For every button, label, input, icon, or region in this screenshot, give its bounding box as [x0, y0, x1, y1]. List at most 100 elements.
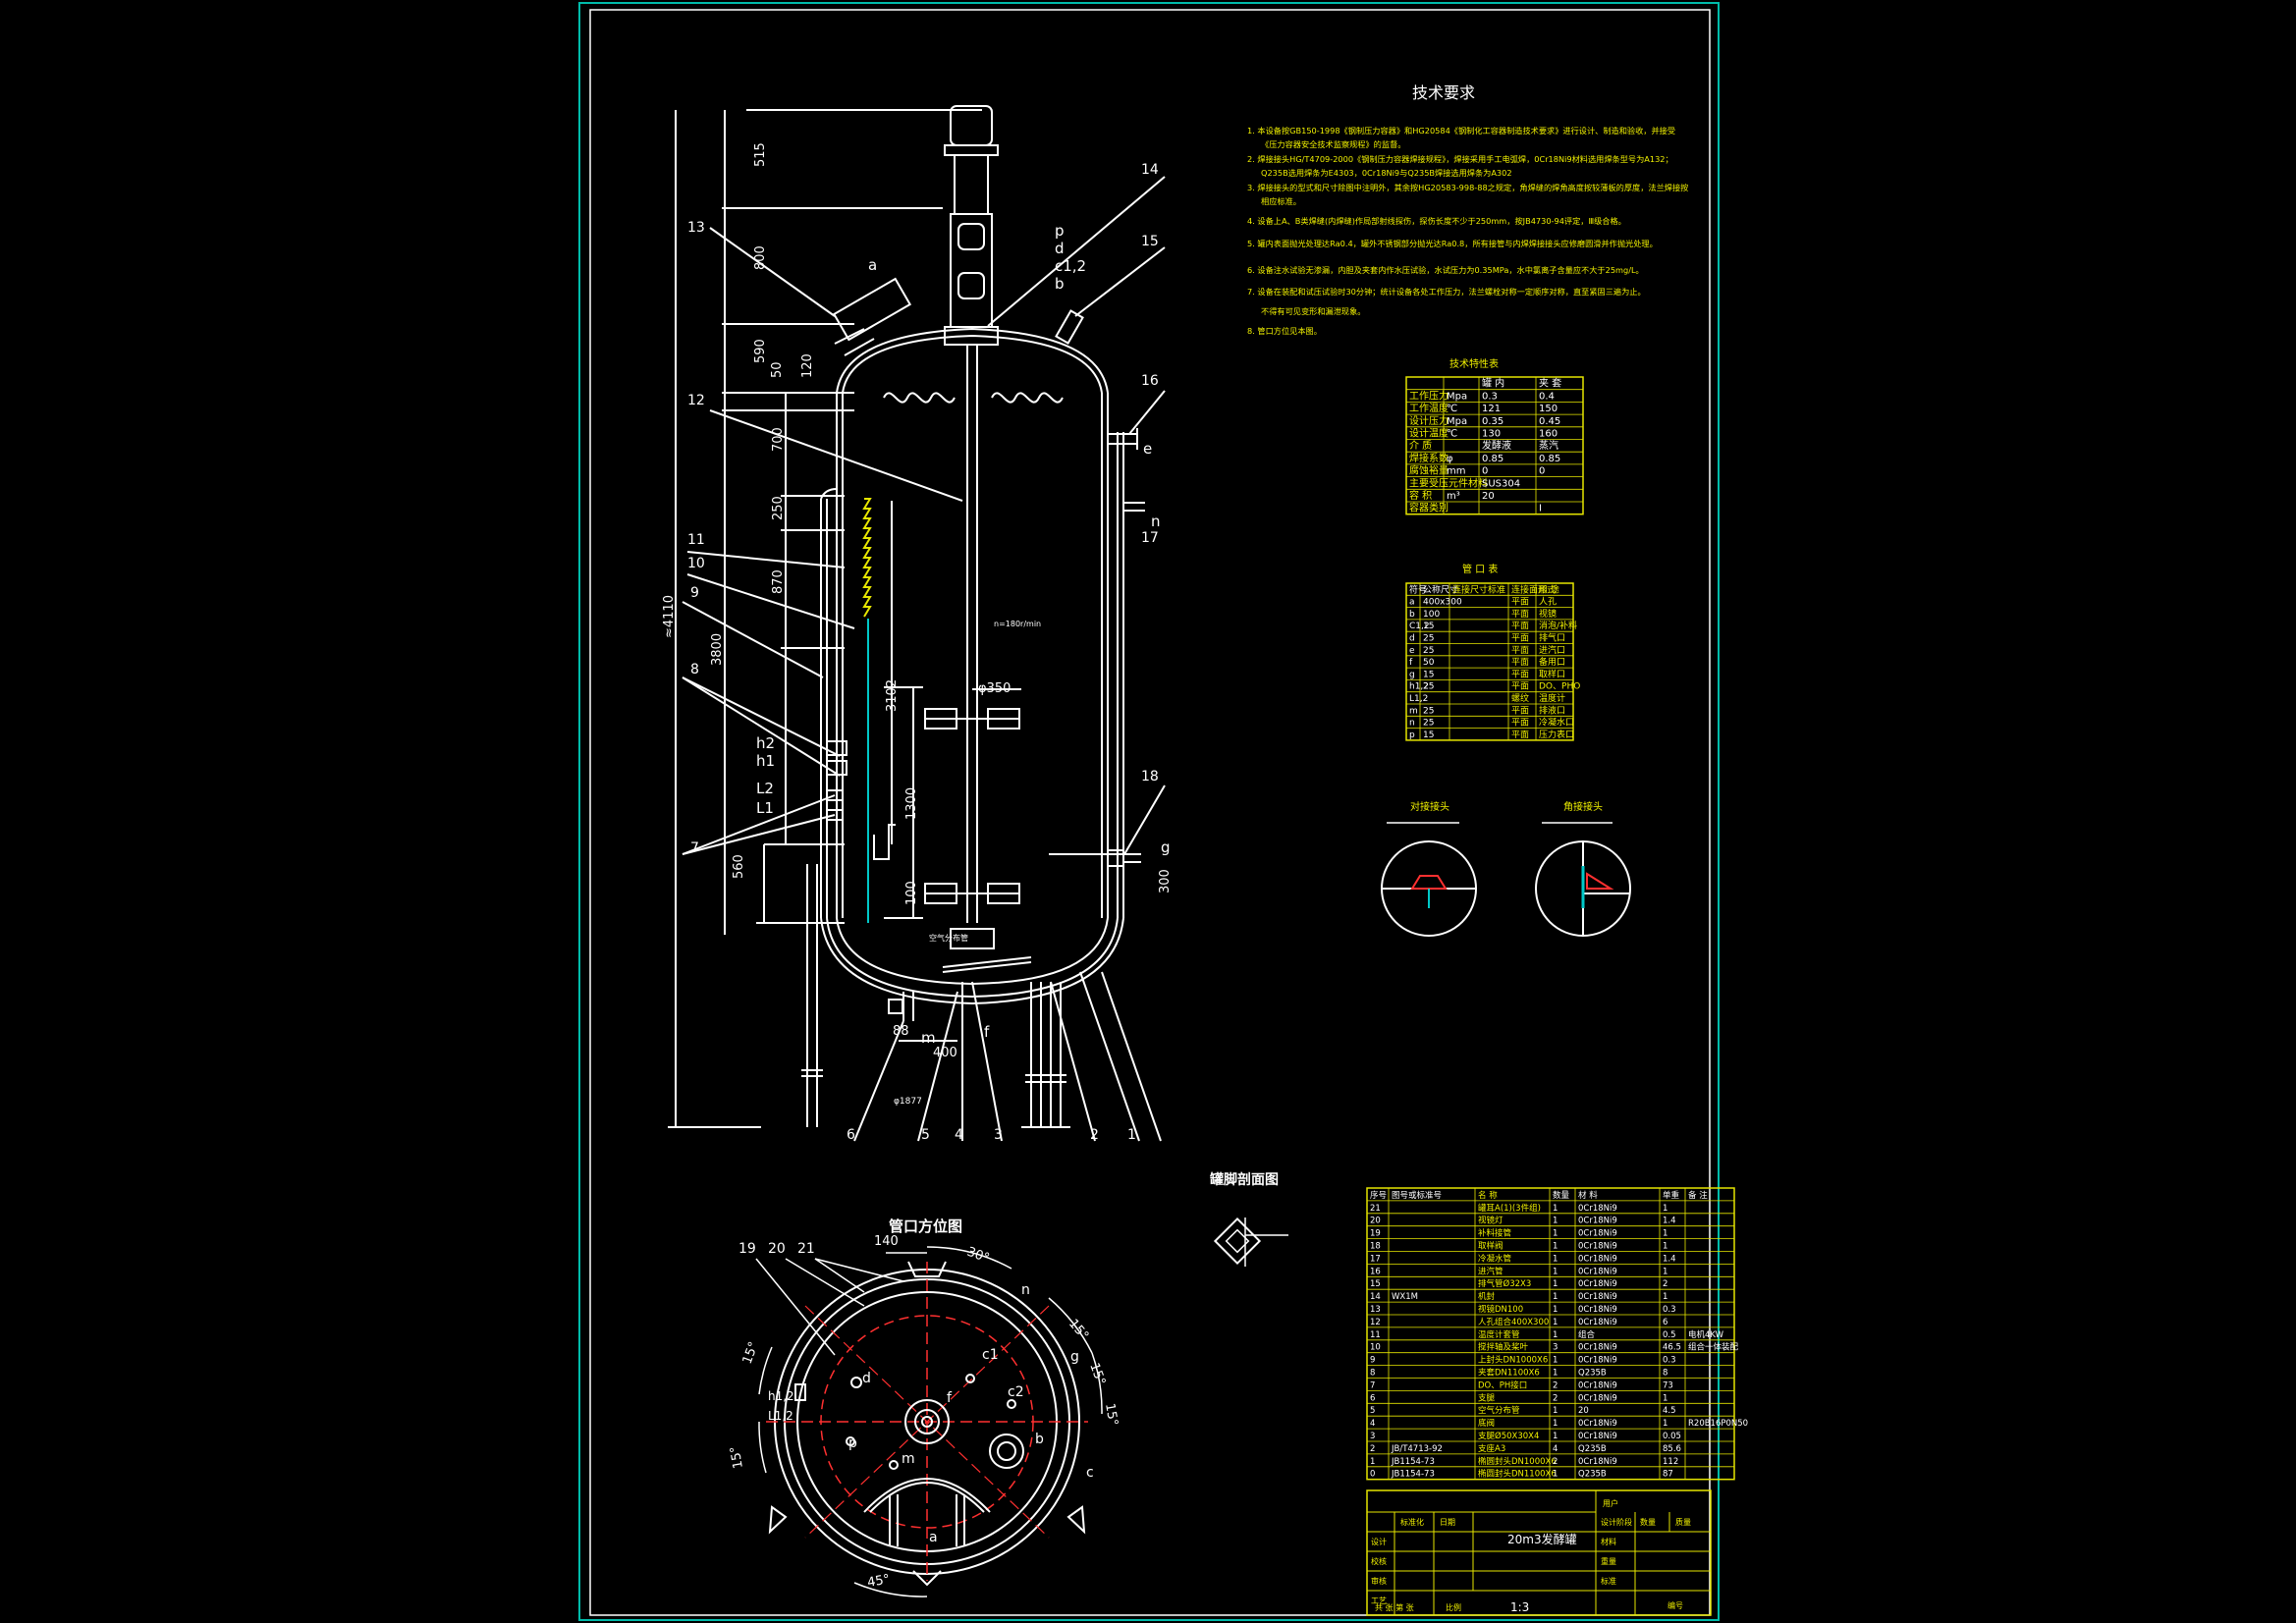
bom-table-cell: 底阀: [1478, 1418, 1495, 1429]
tech-req-line-5: 3. 焊接接头的型式和尺寸除图中注明外，其余按HG20583-998-88之规定…: [1247, 183, 1688, 192]
bom-table-cell: 材 料: [1578, 1190, 1598, 1201]
nozzle-table-cell: a: [1409, 598, 1415, 608]
bom-table-cell: 6: [1663, 1318, 1667, 1327]
angle-15-d: 15°: [740, 1340, 762, 1367]
spec-table-cell: 容 积: [1409, 489, 1432, 502]
bom-table-cell: 支腿: [1478, 1392, 1496, 1403]
bom-table-cell: 4: [1370, 1419, 1375, 1429]
speed-label: n=180r/min: [994, 620, 1041, 628]
spec-table-cell: m³: [1447, 491, 1460, 502]
bom-table-cell: 7: [1370, 1380, 1375, 1390]
tb-owner-label: 用户: [1603, 1498, 1618, 1508]
bom-table-cell: 1.4: [1663, 1254, 1676, 1264]
spec-table-cell: 工作温度: [1409, 402, 1449, 414]
dim-400: 400: [933, 1046, 957, 1060]
nozzle-table-cell: 100: [1423, 610, 1440, 620]
plan-letter-b: b: [1035, 1432, 1044, 1447]
spec-table-cell: 130: [1482, 429, 1501, 440]
nozzle-table-cell: 25: [1423, 682, 1434, 692]
tech-req-line-1: 1. 本设备按GB150-1998《钢制压力容器》和HG20584《钢制化工容器…: [1247, 126, 1675, 135]
bom-table-cell: JB1154-73: [1391, 1457, 1435, 1467]
plan-letter-f: f: [947, 1390, 953, 1406]
bom-table-cell: 46.5: [1663, 1343, 1681, 1353]
dim-250: 250: [771, 496, 786, 520]
bom-table-cell: 2: [1663, 1279, 1667, 1289]
nozzle-table-cell: 排气口: [1539, 632, 1565, 644]
bom-table-cell: 组合一体装配: [1688, 1342, 1739, 1353]
spec-table-cell: φ: [1447, 454, 1453, 464]
bom-table-cell: 1: [1553, 1369, 1558, 1379]
nozzle-table-cell: 25: [1423, 719, 1434, 729]
dim-350: φ350: [978, 681, 1011, 696]
nozzle-table-cell: b: [1409, 610, 1415, 620]
bom-table-cell: 0Cr18Ni9: [1578, 1457, 1617, 1467]
bom-table-cell: 序号: [1370, 1190, 1387, 1201]
bom-table-cell: 3: [1370, 1432, 1375, 1441]
tb-sheet-label: 共 张 第 张: [1375, 1602, 1414, 1612]
bom-table-cell: 87: [1663, 1470, 1673, 1480]
bom-table-cell: 1: [1370, 1457, 1375, 1467]
nozzle-table-cell: 温度计: [1539, 692, 1565, 704]
bom-table-cell: 1: [1553, 1330, 1558, 1340]
plan-letter-h12: h1,2: [768, 1389, 794, 1403]
part-number-21: 21: [797, 1241, 815, 1257]
bom-table-cell: 1: [1553, 1254, 1558, 1264]
part-number-15: 15: [1141, 234, 1159, 249]
angle-15-e: 15°: [728, 1445, 746, 1470]
tb-label-sx: 数量: [1640, 1517, 1656, 1527]
nozzle-table-cell: 连接尺寸标准: [1452, 583, 1505, 595]
nozzle-view-title: 管口方位图: [889, 1217, 962, 1235]
part-number-1: 1: [1127, 1127, 1136, 1143]
tb-label-bh: 编号: [1667, 1600, 1683, 1610]
bom-table-cell: 8: [1370, 1369, 1375, 1379]
tech-req-line-11: 不得有可见变形和漏泄现象。: [1261, 306, 1365, 316]
part-number-4: 4: [955, 1127, 963, 1143]
bom-table-cell: 20: [1578, 1406, 1589, 1416]
nozzle-table-cell: 平面: [1511, 657, 1529, 668]
weld-details: 对接接头 角接接头: [1381, 800, 1631, 937]
nozzle-letter-f: f: [984, 1023, 990, 1041]
nozzle-letter-h1: h1: [756, 752, 775, 770]
bom-table-cell: 支座A3: [1478, 1443, 1505, 1454]
spec-table-cell: 0.85: [1482, 454, 1503, 464]
bom-table-cell: 2: [1553, 1380, 1558, 1390]
bom-table-cell: 1: [1663, 1204, 1667, 1214]
angle-15-b: 15°: [1086, 1361, 1108, 1387]
bom-table-cell: 0Cr18Ni9: [1578, 1356, 1617, 1366]
tech-req-line-6: 相应标准。: [1261, 196, 1301, 206]
bom-table-cell: Q235B: [1578, 1444, 1607, 1454]
dim-3102: 3102: [885, 679, 900, 712]
nozzle-letter-h2: h2: [756, 734, 775, 752]
bom-table-cell: 0Cr18Ni9: [1578, 1229, 1617, 1239]
vessel-elevation-view: [668, 105, 1166, 1142]
dim-700: 700: [771, 427, 786, 452]
part-number-12: 12: [687, 393, 705, 408]
dim-300: 300: [1158, 869, 1173, 893]
bom-table-cell: 1: [1553, 1318, 1558, 1327]
elevation-nozzle-letters: a p d c1,2 b e n h2 h1 L2 L1 g m f: [756, 222, 1171, 1047]
nozzle-table-cell: 平面: [1511, 681, 1529, 692]
tb-designer-label: 设计: [1371, 1537, 1387, 1546]
bom-table-cell: 取样阀: [1478, 1241, 1503, 1252]
nozzle-table-frame: [1405, 582, 1574, 741]
part-number-10: 10: [687, 556, 705, 571]
bom-table-cell: 1: [1663, 1419, 1667, 1429]
bom-table-cell: 8: [1663, 1369, 1667, 1379]
dim-870: 870: [771, 569, 786, 594]
bom-table-cell: 0Cr18Ni9: [1578, 1267, 1617, 1276]
dim-1300: 1300: [904, 787, 919, 820]
tech-req-line-7: 4. 设备上A、B类焊缝(内焊缝)作局部射线探伤，探伤长度不少于250mm，按J…: [1247, 216, 1626, 226]
weld-detail-right-title: 角接接头: [1563, 800, 1603, 813]
nozzle-table-cell: 400x300: [1423, 598, 1462, 608]
bom-table-cell: 1: [1553, 1229, 1558, 1239]
spec-table-cell: Mpa: [1447, 391, 1467, 402]
bom-table-cell: 9: [1370, 1356, 1375, 1366]
bom-table-cell: WX1M: [1392, 1292, 1418, 1302]
spec-table-cell: 0.3: [1482, 391, 1498, 402]
part-number-20: 20: [768, 1241, 786, 1257]
leg-section-view: 罐脚剖面图: [1209, 1171, 1288, 1267]
bom-table-cell: 椭圆封头DN1100X6: [1478, 1469, 1557, 1480]
bom-table-cell: 2: [1553, 1393, 1558, 1403]
elevation-part-numbers: 1 2 3 4 5 6 7 8 9 10 11 12 13 14 15 16 1…: [687, 162, 1159, 1143]
